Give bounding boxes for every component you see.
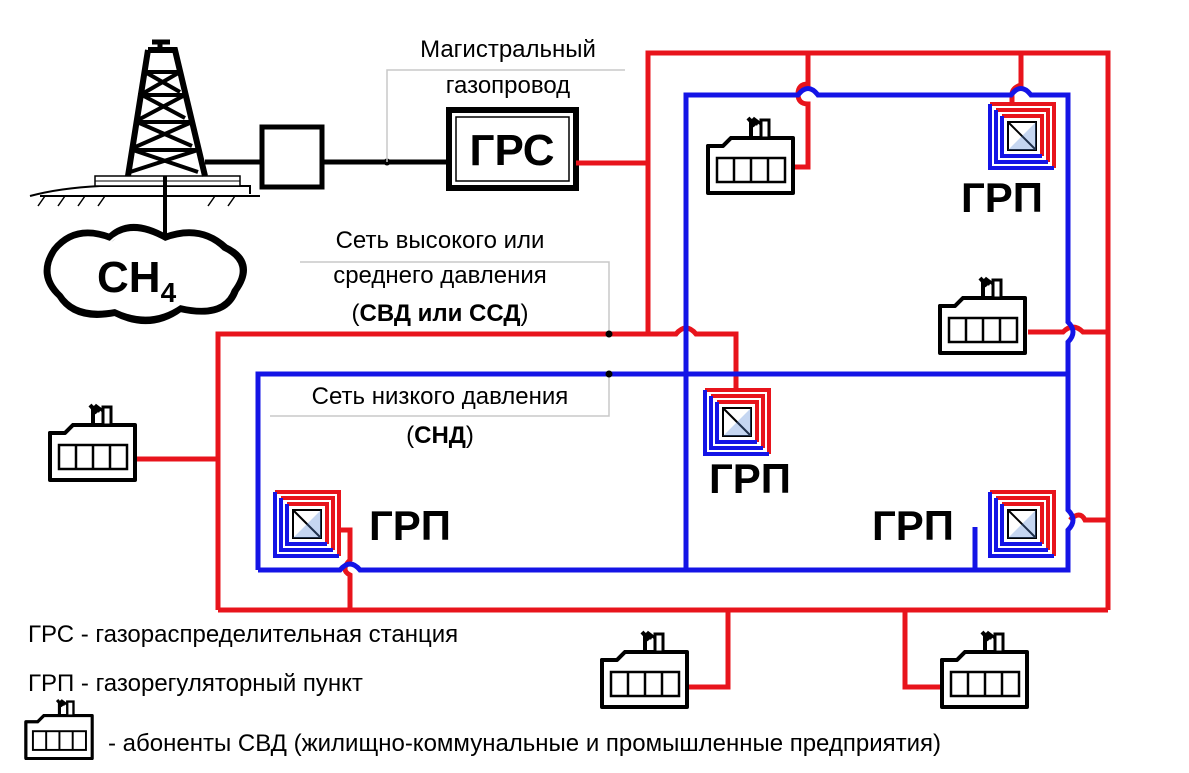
legend-consumers: - абоненты СВД (жилищно-коммунальные и п…: [108, 730, 941, 757]
low-pressure-network: [255, 86, 1076, 573]
gas-regulator-icon: [273, 490, 341, 558]
factory-icon: [940, 630, 1029, 709]
factory-icon: [938, 276, 1027, 355]
grp-label-top-right: ГРП: [961, 174, 1043, 221]
factory-icon: [706, 116, 795, 195]
main-pipeline: ГРС: [205, 69, 625, 191]
grp-label-left: ГРП: [369, 502, 451, 549]
compressor-box: [259, 124, 325, 190]
gas-regulator-icon: [988, 490, 1056, 558]
hp-network-label-line3: (СВД или ССД): [352, 300, 529, 327]
gas-regulator-icon: [703, 388, 771, 456]
legend-grs: ГРС - газораспределительная станция: [28, 621, 458, 648]
grs-station-box: [446, 107, 579, 191]
grp-label-center: ГРП: [709, 455, 791, 502]
factory-icon: [48, 403, 137, 482]
hp-network-label-line2: среднего давления: [333, 262, 547, 289]
lp-network-label-line1: Сеть низкого давления: [312, 383, 569, 410]
main-pipeline-label-line1: Магистральный: [420, 36, 596, 63]
main-pipeline-label-line2: газопровод: [446, 72, 570, 99]
legend-grp: ГРП - газорегуляторный пункт: [28, 670, 363, 697]
lp-network-label-line2: (СНД): [406, 422, 474, 449]
grp-label-right: ГРП: [872, 502, 954, 549]
gas-reservoir-icon: CH4: [43, 224, 247, 325]
oil-derrick-icon: [29, 39, 260, 245]
factory-icon: [24, 698, 94, 761]
gas-regulator-icon: [988, 102, 1056, 170]
factory-icon: [600, 630, 689, 709]
grs-box-label: ГРС: [470, 126, 555, 175]
methane-label: CH4: [97, 253, 177, 308]
hp-network-label-line1: Сеть высокого или: [336, 227, 545, 254]
